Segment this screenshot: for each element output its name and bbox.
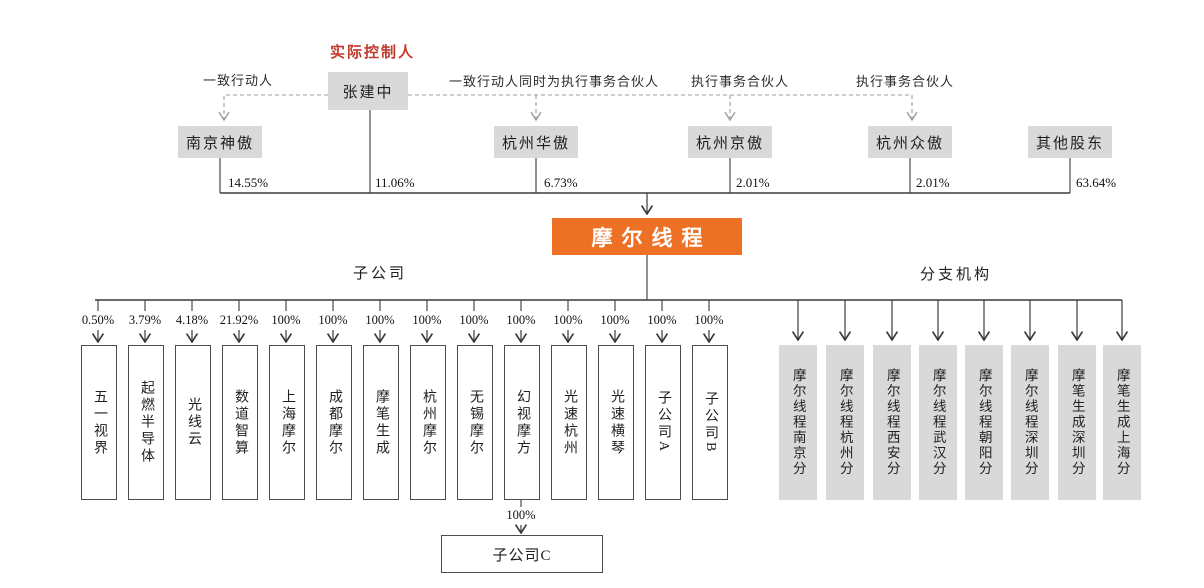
subsidiary-node-4: 上海摩尔 — [269, 345, 305, 500]
subsidiary-node-5: 成都摩尔 — [316, 345, 352, 500]
subsidiary-pct-2: 4.18% — [175, 313, 209, 327]
subsidiary-node-12: 子公司A — [645, 345, 681, 500]
subsidiary-name: 光速杭州 — [562, 388, 577, 457]
section-label-branches: 分支机构 — [919, 266, 992, 283]
subsidiary-node-10: 光速杭州 — [551, 345, 587, 500]
subsidiary-node-6: 摩笔生成 — [363, 345, 399, 500]
branch-name: 摩笔生成深圳分 — [1069, 368, 1085, 477]
branch-node-0: 摩尔线程南京分 — [779, 345, 817, 500]
branch-node-7: 摩笔生成上海分 — [1103, 345, 1141, 500]
branch-name: 摩笔生成上海分 — [1114, 368, 1130, 477]
subsidiary-name: 光速横琴 — [609, 388, 624, 457]
controller-node: 张建中 — [328, 72, 408, 110]
branch-node-6: 摩笔生成深圳分 — [1058, 345, 1096, 500]
subsidiary-pct-1: 3.79% — [128, 313, 162, 327]
branch-node-2: 摩尔线程西安分 — [873, 345, 911, 500]
branch-name: 摩尔线程西安分 — [884, 368, 900, 477]
subsidiary-pct-0: 0.50% — [81, 313, 115, 327]
branch-name: 摩尔线程南京分 — [790, 368, 806, 477]
ownership-pct-shareholder-4: 63.64% — [1076, 175, 1117, 190]
subsidiary-pct-9: 100% — [506, 313, 536, 327]
subsidiary-pct-8: 100% — [459, 313, 489, 327]
subsidiary-pct-3: 21.92% — [219, 313, 259, 327]
subsidiary-pct-4: 100% — [271, 313, 301, 327]
subsidiary-pct-5: 100% — [318, 313, 348, 327]
subsidiary-node-1: 起燃半导体 — [128, 345, 164, 500]
subsidiary-pct-13: 100% — [694, 313, 724, 327]
subsidiary-name: 幻视摩方 — [515, 388, 530, 457]
branch-name: 摩尔线程深圳分 — [1022, 368, 1038, 477]
sub-subsidiary-pct: 100% — [506, 508, 536, 522]
subsidiary-node-3: 数道智算 — [222, 345, 258, 500]
subsidiary-name: 起燃半导体 — [139, 380, 154, 465]
ownership-pct-shareholder-1: 6.73% — [544, 175, 578, 190]
subsidiary-node-2: 光线云 — [175, 345, 211, 500]
subsidiary-node-9: 幻视摩方 — [504, 345, 540, 500]
subsidiary-node-7: 杭州摩尔 — [410, 345, 446, 500]
subsidiary-name: 无锡摩尔 — [468, 388, 483, 457]
shareholder-node-4: 其他股东 — [1028, 126, 1112, 158]
branch-node-5: 摩尔线程深圳分 — [1011, 345, 1049, 500]
subsidiary-name: 摩笔生成 — [374, 388, 389, 457]
subsidiary-pct-11: 100% — [600, 313, 630, 327]
relation-label-2: 执行事务合伙人 — [691, 74, 790, 89]
shareholder-node-2: 杭州京傲 — [688, 126, 772, 158]
ownership-pct-shareholder-0: 14.55% — [228, 175, 269, 190]
branch-name: 摩尔线程朝阳分 — [976, 368, 992, 477]
ownership-pct-shareholder-3: 2.01% — [916, 175, 950, 190]
ownership-pct-shareholder-2: 2.01% — [736, 175, 770, 190]
relation-label-1: 一致行动人同时为执行事务合伙人 — [449, 74, 660, 89]
relation-label-3: 执行事务合伙人 — [856, 74, 955, 89]
subsidiary-name: 子公司A — [656, 390, 671, 455]
section-label-subsidiaries: 子公司 — [352, 265, 407, 282]
ownership-pct-controller: 11.06% — [375, 175, 415, 190]
sub-subsidiary-node: 子公司C — [441, 535, 603, 573]
company-node: 摩尔线程 — [552, 218, 742, 255]
branch-node-1: 摩尔线程杭州分 — [826, 345, 864, 500]
subsidiary-name: 上海摩尔 — [280, 388, 295, 457]
subsidiary-node-0: 五一视界 — [81, 345, 117, 500]
subsidiary-node-13: 子公司B — [692, 345, 728, 500]
subsidiary-node-11: 光速横琴 — [598, 345, 634, 500]
subsidiary-name: 成都摩尔 — [327, 388, 342, 457]
subsidiary-pct-7: 100% — [412, 313, 442, 327]
shareholder-node-0: 南京神傲 — [178, 126, 262, 158]
shareholder-node-3: 杭州众傲 — [868, 126, 952, 158]
branch-node-3: 摩尔线程武汉分 — [919, 345, 957, 500]
shareholder-node-1: 杭州华傲 — [494, 126, 578, 158]
subsidiary-name: 子公司B — [703, 390, 718, 455]
subsidiary-name: 光线云 — [186, 397, 201, 448]
subsidiary-name: 五一视界 — [92, 388, 107, 457]
branch-name: 摩尔线程武汉分 — [930, 368, 946, 477]
actual-controller-label: 实际控制人 — [329, 44, 415, 61]
branch-node-4: 摩尔线程朝阳分 — [965, 345, 1003, 500]
subsidiary-name: 杭州摩尔 — [421, 388, 436, 457]
subsidiary-node-8: 无锡摩尔 — [457, 345, 493, 500]
subsidiary-pct-6: 100% — [365, 313, 395, 327]
branch-name: 摩尔线程杭州分 — [837, 368, 853, 477]
subsidiary-pct-12: 100% — [647, 313, 677, 327]
subsidiary-name: 数道智算 — [233, 388, 248, 457]
subsidiary-pct-10: 100% — [553, 313, 583, 327]
relation-label-0: 一致行动人 — [203, 73, 274, 88]
